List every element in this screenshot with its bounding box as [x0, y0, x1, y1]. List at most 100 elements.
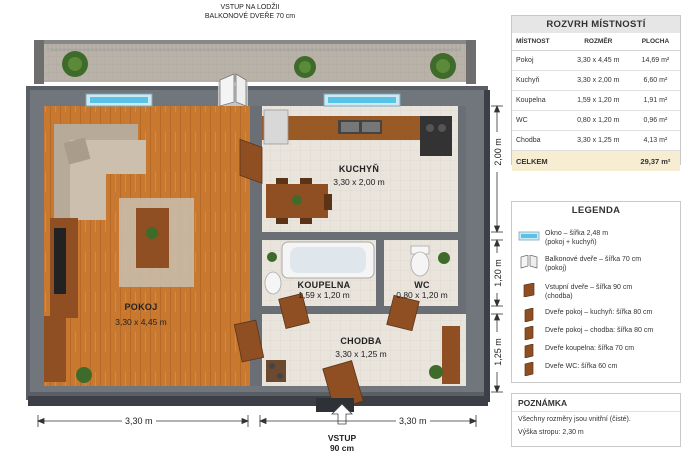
- legend-title: LEGENDA: [512, 202, 680, 219]
- plant-icon: [438, 252, 450, 264]
- fridge-icon: [263, 109, 289, 145]
- total-value: 29,37 m²: [630, 150, 680, 171]
- note-line-2: Výška stropu: 2,30 m: [518, 429, 584, 436]
- note-title: POZNÁMKA: [518, 398, 568, 408]
- column-header: MÍSTNOST: [512, 33, 566, 51]
- room-name: CHODBA: [340, 336, 382, 346]
- legend-text: Dveře WC: šířka 60 cm: [545, 363, 618, 370]
- column-header: ROZMĚR: [565, 33, 631, 51]
- balcony-door-icon: [520, 255, 538, 269]
- table-row: Kuchyň 3,30 x 2,00 m 6,60 m²: [512, 70, 680, 91]
- total-label: CELKEM: [512, 150, 631, 171]
- cell-room: Kuchyň: [512, 70, 566, 91]
- door-icon: [524, 362, 534, 376]
- cell-room: Chodba: [512, 130, 566, 151]
- room-dim: 3,30 x 1,25 m: [335, 349, 387, 359]
- sofa-icon: [54, 124, 146, 220]
- stove-icon: [420, 116, 452, 156]
- room-dim: 0,80 x 1,20 m: [396, 290, 448, 300]
- tv-icon: [54, 228, 66, 294]
- table-row: Pokoj 3,30 x 4,45 m 14,69 m²: [512, 50, 680, 71]
- wardrobe: [442, 326, 460, 384]
- cell-size: 3,30 x 2,00 m: [565, 70, 631, 91]
- cell-area: 1,91 m²: [630, 90, 680, 111]
- washbasin-icon: [264, 271, 282, 295]
- shoe-rack: [266, 360, 286, 382]
- shelf: [44, 316, 66, 382]
- legend-item: Dveře pokoj – kuchyň: šířka 80 cm: [518, 308, 652, 322]
- floor-plan: VSTUP NA LODŽII BALKONOVÉ DVEŘE 70 cm PO…: [26, 3, 503, 453]
- note-line-1: Všechny rozměry jsou vnitřní (čisté).: [512, 411, 680, 425]
- room-name: POKOJ: [124, 302, 158, 312]
- room-label-wc: WC 0,80 x 1,20 m: [388, 280, 456, 300]
- note-panel: POZNÁMKA Všechny rozměry jsou vnitřní (č…: [511, 393, 681, 447]
- cell-size: 3,30 x 4,45 m: [565, 50, 631, 71]
- door-icon: [278, 293, 310, 329]
- bathtub-icon: [281, 241, 375, 279]
- room-label-pokoj: POKOJ 3,30 x 4,45 m: [96, 302, 186, 327]
- cell-area: 0,96 m²: [630, 110, 680, 131]
- balcony-label-line-1: VSTUP NA LODŽII: [220, 4, 280, 11]
- room-label-koupelna: KOUPELNA 1,59 x 1,20 m: [282, 280, 366, 300]
- cell-area: 4,13 m²: [630, 130, 680, 151]
- cell-size: 0,80 x 1,20 m: [565, 110, 631, 131]
- room-name: KOUPELNA: [297, 280, 351, 290]
- room-schedule-table: MÍSTNOST ROZMĚR PLOCHA Pokoj 3,30 x 4,45…: [512, 33, 680, 171]
- plant-icon: [76, 367, 92, 383]
- dimension-bottom-right: 3,30 m: [396, 416, 430, 426]
- plant-icon: [429, 365, 443, 379]
- cell-size: 3,30 x 1,25 m: [565, 130, 631, 151]
- entry-label-line-1: VSTUP: [327, 433, 357, 443]
- legend-text-sub: (chodba): [545, 293, 573, 300]
- dimension-right-mid: 1,20 m: [493, 253, 503, 293]
- table-row: Koupelna 1,59 x 1,20 m 1,91 m²: [512, 90, 680, 111]
- legend-item: Okno – šířka 2,48 m (pokoj + kuchyň): [518, 229, 608, 247]
- room-dim: 3,30 x 4,45 m: [115, 317, 167, 327]
- room-dim: 1,59 x 1,20 m: [298, 290, 350, 300]
- dimension-right-bottom: 1,25 m: [493, 332, 503, 372]
- cell-area: 14,69 m²: [630, 50, 680, 71]
- door-icon: [239, 138, 263, 184]
- legend-text: Okno – šířka 2,48 m: [545, 230, 609, 237]
- balcony-door-icon: [218, 73, 248, 107]
- balcony-label-line-2: BALKONOVÉ DVEŘE 70 cm: [204, 13, 296, 20]
- legend-text: Vstupní dveře – šířka 90 cm: [545, 284, 633, 291]
- legend-text: Dveře pokoj – chodba: šířka 80 cm: [545, 327, 654, 334]
- toilet-icon: [410, 245, 430, 277]
- legend-text-sub: (pokoj): [545, 265, 567, 272]
- door-icon: [524, 308, 534, 322]
- legend-text: Balkonové dveře – šířka 70 cm: [545, 256, 642, 263]
- legend-item: Balkonové dveře – šířka 70 cm (pokoj): [518, 255, 641, 273]
- legend-item: Dveře WC: šířka 60 cm: [518, 362, 617, 376]
- room-label-chodba: CHODBA 3,30 x 1,25 m: [316, 336, 406, 359]
- cell-size: 1,59 x 1,20 m: [565, 90, 631, 111]
- entry-arrow-icon: [331, 403, 353, 425]
- column-header: PLOCHA: [630, 33, 680, 51]
- room-dim: 3,30 x 2,00 m: [333, 177, 385, 187]
- table-total-row: CELKEM 29,37 m²: [512, 150, 680, 171]
- legend-item: Dveře pokoj – chodba: šířka 80 cm: [518, 326, 653, 340]
- legend-item: Vstupní dveře – šířka 90 cm (chodba): [518, 283, 632, 301]
- floor-plan-drawing: [26, 40, 503, 427]
- balcony-label: VSTUP NA LODŽII BALKONOVÉ DVEŘE 70 cm: [185, 3, 315, 21]
- table-row: WC 0,80 x 1,20 m 0,96 m²: [512, 110, 680, 131]
- table-row: Chodba 3,30 x 1,25 m 4,13 m²: [512, 130, 680, 151]
- room-name: KUCHYŇ: [338, 164, 380, 174]
- entry-label: VSTUP 90 cm: [310, 433, 374, 453]
- door-icon: [524, 344, 534, 358]
- room-schedule-title: ROZVRH MÍSTNOSTÍ: [512, 16, 680, 33]
- cell-area: 6,60 m²: [630, 70, 680, 91]
- cell-room: Koupelna: [512, 90, 566, 111]
- plant-icon: [267, 252, 277, 262]
- door-icon: [524, 326, 534, 340]
- dimension-right-top: 2,00 m: [493, 132, 503, 172]
- table-header-row: MÍSTNOST ROZMĚR PLOCHA: [512, 33, 680, 51]
- legend-panel: LEGENDA Okno – šířka 2,48 m (pokoj + kuch…: [511, 201, 681, 383]
- cell-room: Pokoj: [512, 50, 566, 71]
- entry-label-line-2: 90 cm: [329, 443, 355, 453]
- room-name: WC: [414, 280, 430, 290]
- window-icon: [518, 231, 540, 241]
- cell-room: WC: [512, 110, 566, 131]
- legend-text-sub: (pokoj + kuchyň): [545, 239, 597, 246]
- room-label-kuchyn: KUCHYŇ 3,30 x 2,00 m: [314, 164, 404, 187]
